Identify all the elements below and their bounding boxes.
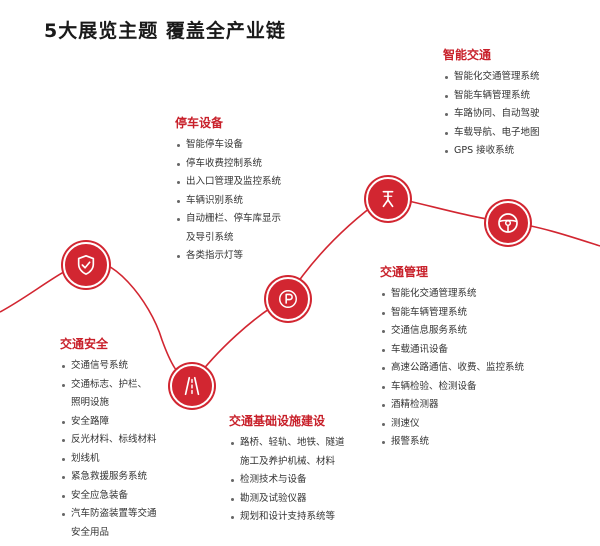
- list-item: 出入口管理及监控系统: [175, 173, 281, 192]
- group-title-infrastructure: 交通基础设施建设: [229, 414, 326, 428]
- list-item: 车辆识别系统: [175, 192, 281, 211]
- group-title-safety: 交通安全: [60, 337, 109, 351]
- list-item: 施工及养护机械、材料: [240, 455, 336, 467]
- list-item: 勘测及试验仪器: [229, 490, 345, 509]
- group-title-parking: 停车设备: [175, 116, 224, 130]
- list-item: 车辆检验、检测设备: [380, 378, 524, 397]
- safety-node: [63, 242, 109, 288]
- infrastructure-node: [170, 364, 214, 408]
- group-safety: 交通安全 交通信号系统 交通标志、护栏、 照明设施 安全路障 反光材料、标线材料…: [60, 337, 157, 542]
- list-item: 安全用品: [71, 526, 110, 538]
- road-icon: [184, 376, 200, 396]
- traffic-signal-icon: [382, 190, 394, 208]
- list-item: 车载导航、电子地图: [443, 124, 540, 143]
- group-title-smart-traffic: 智能交通: [443, 48, 492, 62]
- group-traffic-mgmt: 交通管理 智能化交通管理系统 智能车辆管理系统 交通信息服务系统 车载通讯设备 …: [380, 265, 524, 452]
- list-item: 安全应急装备: [60, 487, 157, 506]
- page-title: 5大展览主题 覆盖全产业链: [44, 20, 286, 42]
- list-item: 酒精检测器: [380, 396, 524, 415]
- list-item: 车路协同、自动驾驶: [443, 105, 540, 124]
- list-item: 报警系统: [380, 433, 524, 452]
- steering-wheel-icon: [498, 213, 518, 233]
- shield-check-icon: [77, 255, 95, 275]
- list-item: 反光材料、标线材料: [60, 431, 157, 450]
- list-item: 高速公路通信、收费、监控系统: [380, 359, 524, 378]
- list-item: 停车收费控制系统: [175, 155, 281, 174]
- parking-node: [266, 277, 310, 321]
- list-item: 智能停车设备: [175, 136, 281, 155]
- group-smart-traffic: 智能交通 智能化交通管理系统 智能车辆管理系统 车路协同、自动驾驶 车载导航、电…: [443, 48, 540, 161]
- list-item: 智能化交通管理系统: [380, 285, 524, 304]
- list-item: 安全路障: [60, 413, 157, 432]
- list-item: 各类指示灯等: [175, 247, 281, 266]
- list-item: 车载通讯设备: [380, 341, 524, 360]
- list-item: 自动栅栏、停车库显示: [175, 210, 281, 229]
- list-item: 路桥、轻轨、地铁、隧道: [229, 434, 345, 453]
- list-item: 检测技术与设备: [229, 471, 345, 490]
- list-item: 智能车辆管理系统: [443, 87, 540, 106]
- group-title-traffic-mgmt: 交通管理: [380, 265, 429, 279]
- list-item: 照明设施: [71, 397, 110, 408]
- group-infrastructure: 交通基础设施建设 路桥、轻轨、地铁、隧道 施工及养护机械、材料 检测技术与设备 …: [229, 414, 345, 527]
- list-item: 交通信号系统: [60, 357, 157, 376]
- list-item: 汽车防盗装置等交通: [60, 505, 157, 524]
- list-item: 交通标志、护栏、: [60, 376, 157, 395]
- list-item: 测速仪: [380, 415, 524, 434]
- list-item: 智能化交通管理系统: [443, 68, 540, 87]
- smart-traffic-node: [486, 201, 530, 245]
- list-item: 智能车辆管理系统: [380, 304, 524, 323]
- list-item: 及导引系统: [186, 231, 234, 243]
- list-item: GPS 接收系统: [443, 142, 540, 161]
- list-item: 紧急救援服务系统: [60, 468, 157, 487]
- traffic-mgmt-node: [366, 177, 410, 221]
- group-parking: 停车设备 智能停车设备 停车收费控制系统 出入口管理及监控系统 车辆识别系统 自…: [175, 116, 281, 266]
- list-item: 交通信息服务系统: [380, 322, 524, 341]
- list-item: 规划和设计支持系统等: [229, 508, 345, 527]
- list-item: 划线机: [60, 450, 157, 469]
- parking-icon: [279, 290, 297, 308]
